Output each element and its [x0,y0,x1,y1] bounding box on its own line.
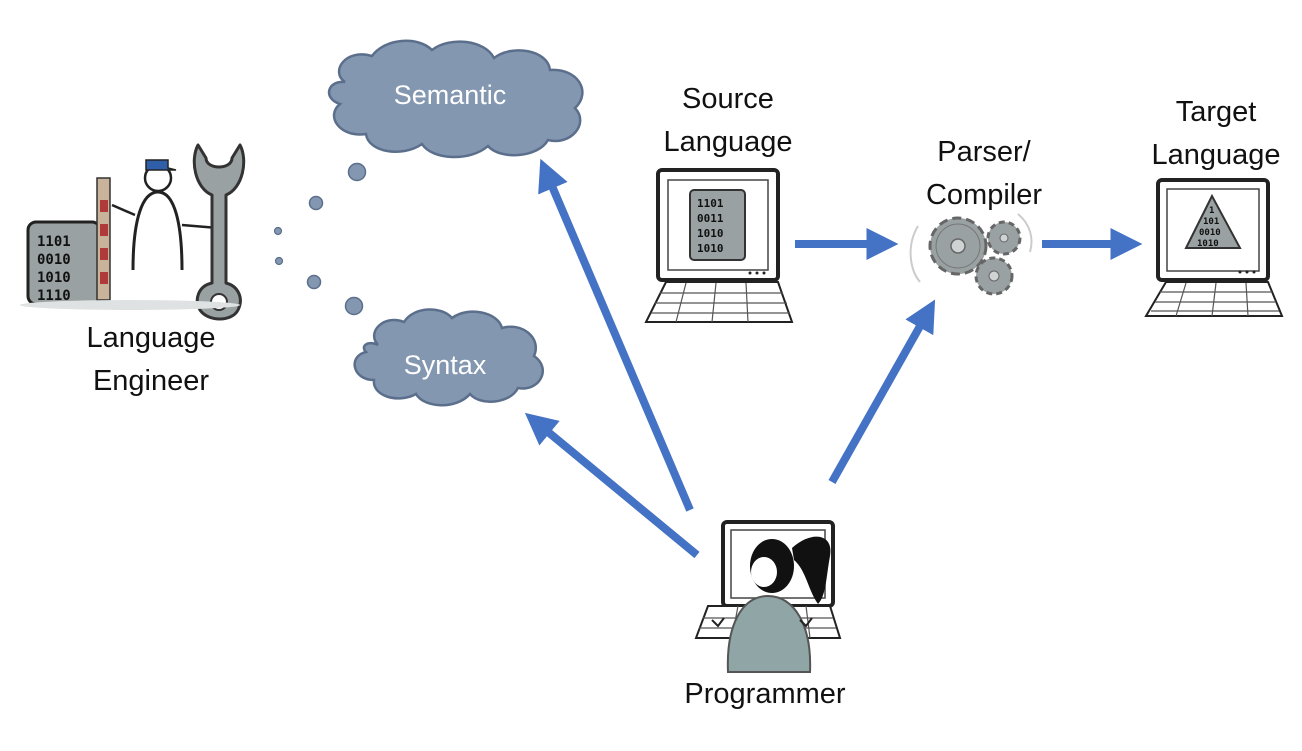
source-binary-1: 1101 [697,197,724,210]
target-language-label: Target Language [1136,91,1296,177]
arrow-programmer-to-semantic [538,158,694,512]
target-binary-1: 1 [1209,206,1214,216]
engineer-body [131,190,184,271]
semantic-cloud [327,39,584,159]
wrench-icon [192,143,246,321]
arrow-programmer-to-parser [828,299,936,484]
parser-compiler-line-2: Compiler [925,179,1043,211]
gears-icon [909,213,1033,296]
target-language-line-2: Language [1151,139,1281,171]
source-binary-3: 1010 [697,227,724,240]
thought-bubble-dots [273,162,367,316]
target-computer-icon: 1 101 0010 1010 [1144,178,1284,317]
target-binary-3: 0010 [1199,228,1221,238]
source-binary-4: 1010 [697,242,724,255]
target-language-line-1: Target [1175,96,1257,128]
language-engineer-label: Language Engineer [68,317,234,403]
source-binary-2: 0011 [697,212,724,225]
language-engineer-figure: 1101 0010 1010 1110 [20,143,246,321]
language-engineer-line-1: Language [86,322,216,354]
tablet-line-3: 1010 [37,270,71,286]
syntax-cloud-label: Syntax [403,350,487,380]
language-engineer-line-2: Engineer [92,365,210,397]
binary-tablet-icon: 1101 0010 1010 1110 [26,220,102,306]
tablet-line-2: 0010 [37,252,71,268]
parser-compiler-line-1: Parser/ [937,136,1031,168]
source-language-line-2: Language [663,126,793,158]
programmer-label: Programmer [684,678,846,710]
engineer-cap [145,159,177,171]
parser-compiler-label: Parser/ Compiler [904,131,1064,217]
arrows [524,158,1143,559]
ruler-icon [96,177,111,301]
source-computer-icon: 1101 0011 1010 1010 [644,168,794,323]
target-binary-2: 101 [1203,217,1219,227]
tablet-line-4: 1110 [37,288,71,304]
target-binary-4: 1010 [1197,239,1219,249]
arrow-programmer-to-syntax [524,412,700,559]
source-language-label: Source Language [648,78,808,164]
semantic-cloud-label: Semantic [393,80,507,110]
programmer-figure [694,520,842,673]
tablet-line-1: 1101 [37,234,71,250]
syntax-cloud [353,308,544,407]
source-language-line-1: Source [682,83,774,115]
